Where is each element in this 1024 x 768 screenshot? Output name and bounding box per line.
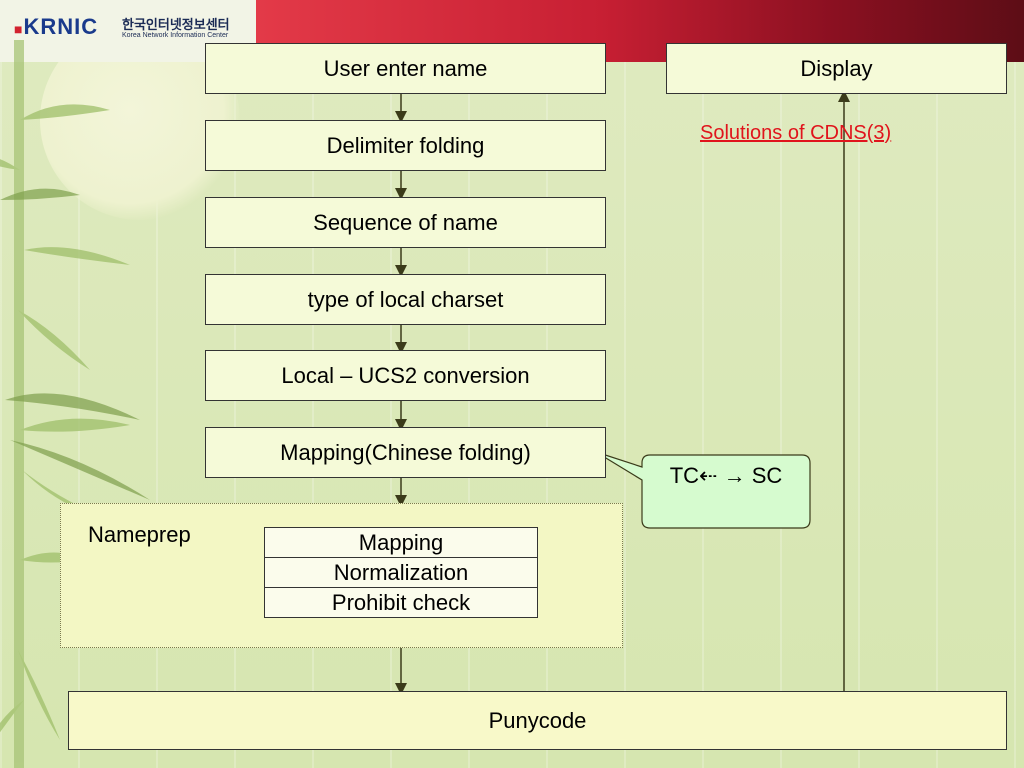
- logo-korean-name: 한국인터넷정보센터: [122, 17, 230, 32]
- punycode-box: Punycode: [68, 691, 1007, 750]
- logo-wordmark: ■KRNIC: [14, 14, 99, 39]
- step-chinese-folding: Mapping(Chinese folding): [205, 427, 606, 478]
- tc-sc-callout-text: TC⇠ → SC: [669, 463, 783, 488]
- callout-bubble: [595, 451, 811, 529]
- step-ucs2-conversion: Local – UCS2 conversion: [205, 350, 606, 401]
- nameprep-label: Nameprep: [88, 522, 191, 547]
- display-box: Display: [666, 43, 1007, 94]
- step-user-enter-name: User enter name: [205, 43, 606, 94]
- nameprep-row-mapping: Mapping: [265, 528, 537, 558]
- slide-title-link[interactable]: Solutions of CDNS(3): [700, 122, 892, 144]
- logo-english-name: Korea Network Information Center: [122, 32, 229, 39]
- step-sequence-of-name: Sequence of name: [205, 197, 606, 248]
- nameprep-steps-table: Mapping Normalization Prohibit check: [264, 527, 538, 618]
- nameprep-row-normalization: Normalization: [265, 558, 537, 588]
- nameprep-row-prohibit-check: Prohibit check: [331, 590, 471, 615]
- step-local-charset: type of local charset: [205, 274, 606, 325]
- step-delimiter-folding: Delimiter folding: [205, 120, 606, 171]
